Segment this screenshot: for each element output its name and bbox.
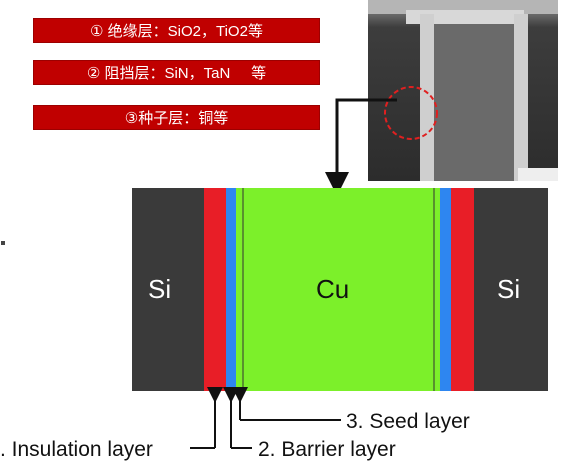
silicon-left xyxy=(132,188,204,391)
seed-layer-caption: 3. Seed layer xyxy=(346,410,470,433)
barrier-layer-label: ② 阻挡层：SiN，TaN 等 xyxy=(33,60,320,85)
stray-dot xyxy=(1,241,5,245)
si-right-label: Si xyxy=(497,274,520,304)
insulation-layer-label: ① 绝缘层：SiO2，TiO2等 xyxy=(33,18,320,43)
connector-arrow xyxy=(325,98,397,196)
seed-layer-label: ③种子层：铜等 xyxy=(33,105,320,130)
barrier-right xyxy=(440,188,451,391)
copper-fill xyxy=(236,188,440,391)
sem-micrograph xyxy=(368,0,558,181)
insulation-right xyxy=(451,188,474,391)
insulation-left xyxy=(204,188,226,391)
barrier-left xyxy=(226,188,236,391)
cu-label: Cu xyxy=(316,274,349,304)
silicon-right xyxy=(474,188,548,391)
si-left-label: Si xyxy=(148,274,171,304)
insulation-layer-caption: . Insulation layer xyxy=(0,438,153,461)
barrier-layer-caption: 2. Barrier layer xyxy=(258,438,396,461)
